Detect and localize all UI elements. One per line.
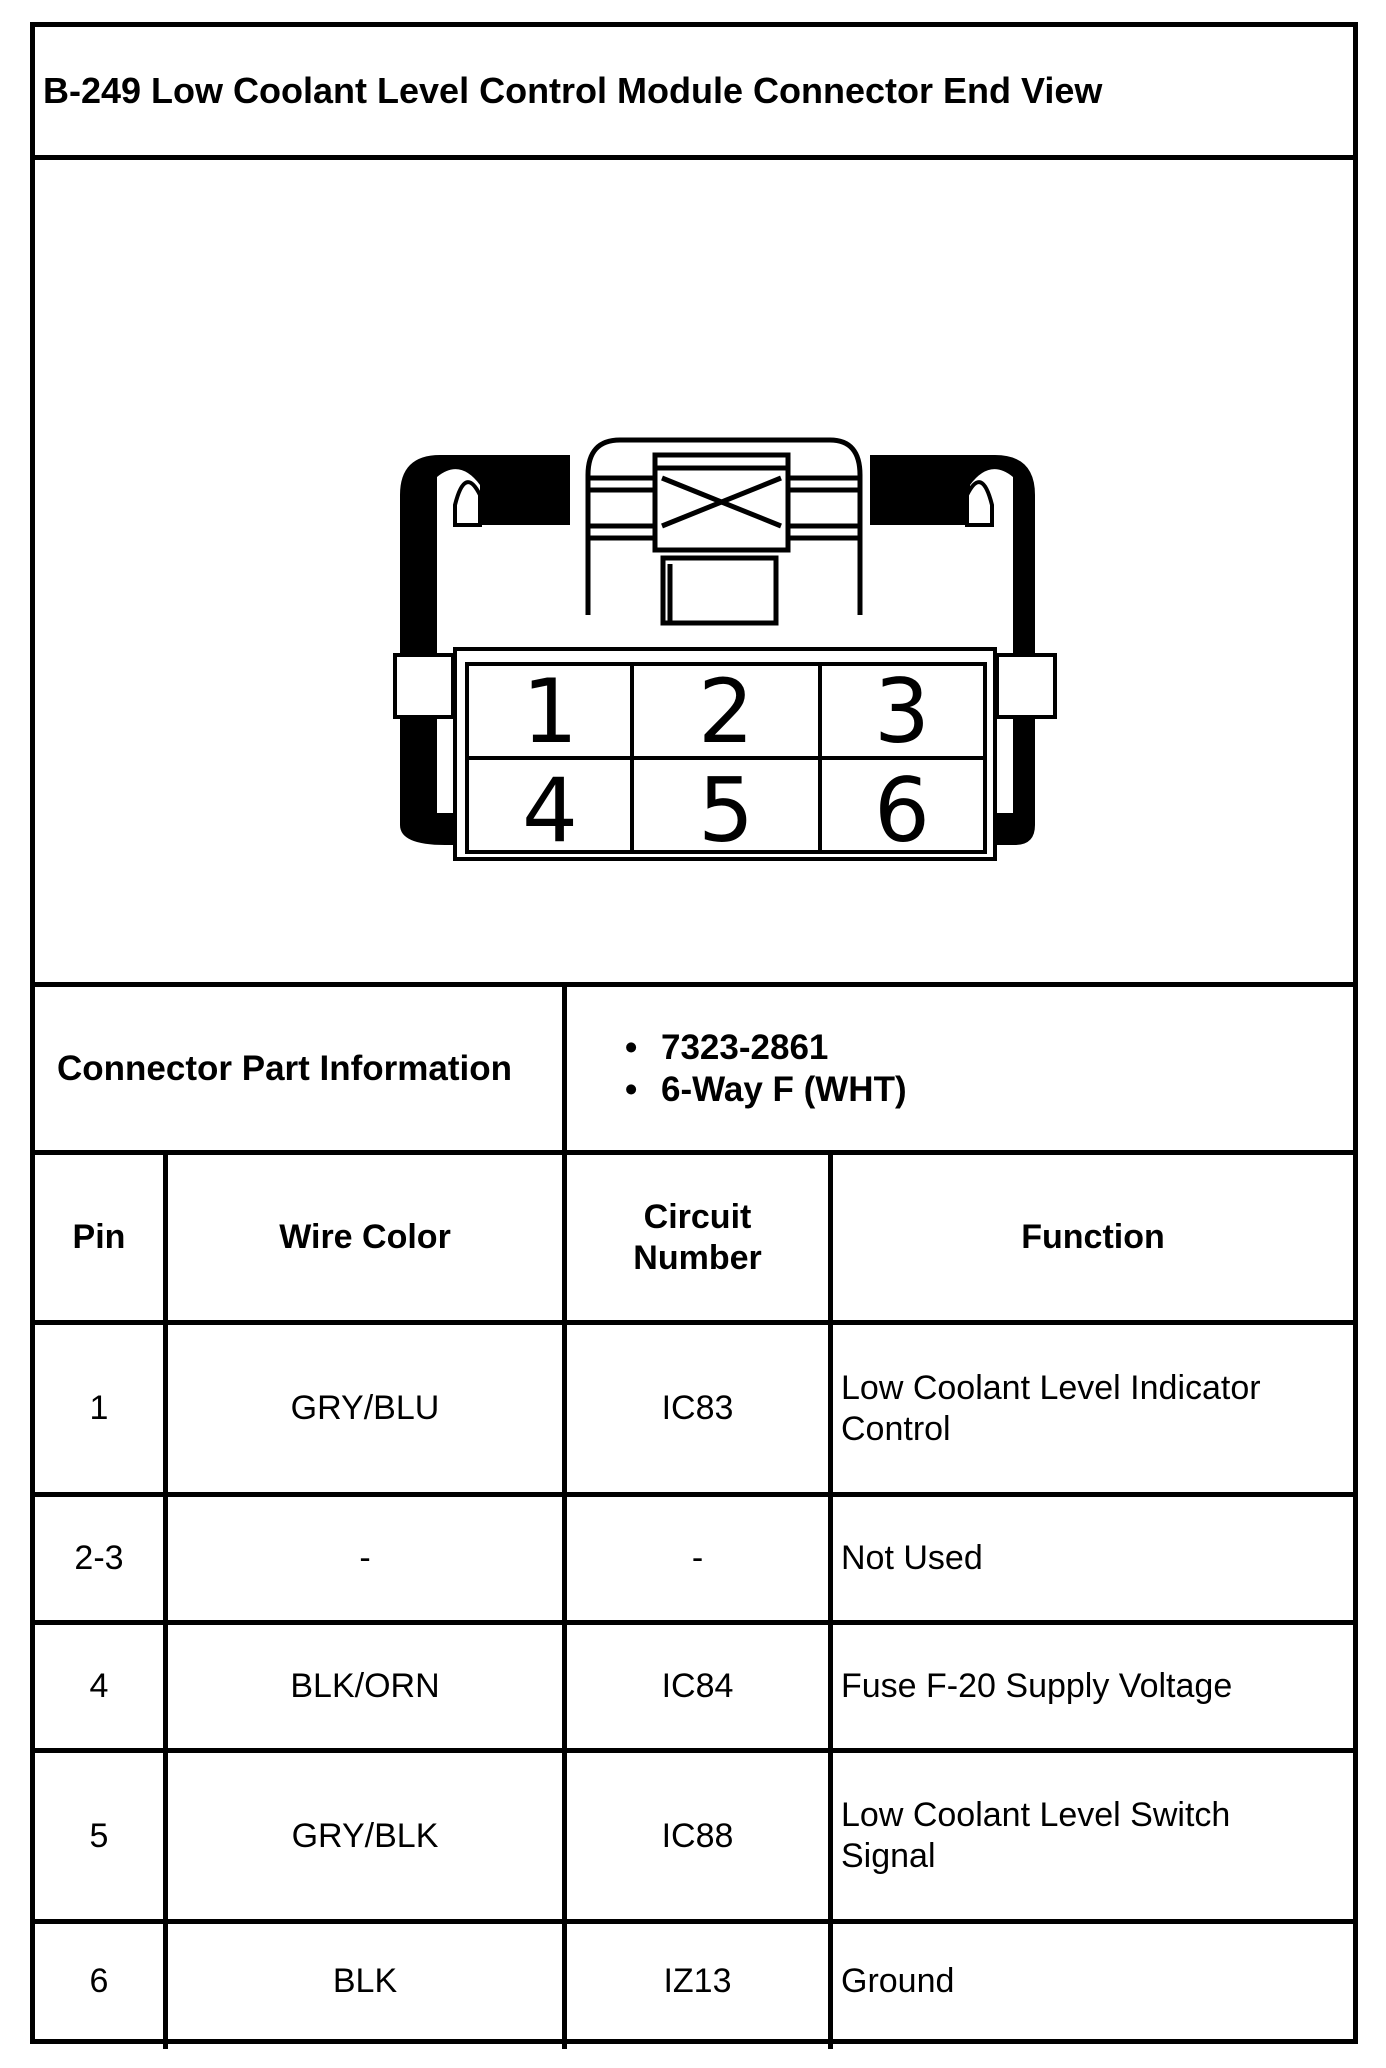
header-wire-color: Wire Color xyxy=(279,1218,451,1256)
cell-pin: 1 xyxy=(89,1389,109,1427)
cell-circuit: - xyxy=(691,1539,704,1577)
pin-label: 5 xyxy=(698,759,754,862)
divider xyxy=(828,1150,833,2049)
divider xyxy=(35,1320,1353,1325)
cell-pin: 4 xyxy=(89,1667,109,1705)
cell-function: Low Coolant Level Indicator Control xyxy=(841,1368,1261,1448)
divider xyxy=(35,1748,1353,1753)
page-title: B-249 Low Coolant Level Control Module C… xyxy=(43,70,1103,111)
right-latch-peg xyxy=(965,480,994,527)
divider xyxy=(562,1150,567,2049)
cell-circuit: IC83 xyxy=(661,1389,734,1427)
cell-pin: 5 xyxy=(89,1816,109,1855)
pin-label: 6 xyxy=(874,759,930,862)
lock-slot xyxy=(660,555,779,626)
divider xyxy=(35,1492,1353,1497)
part-info-label: Connector Part Information xyxy=(57,1048,513,1088)
connector-diagram: 1 2 3 4 5 6 xyxy=(35,155,1353,982)
cell-function: Fuse F-20 Supply Voltage xyxy=(841,1667,1233,1705)
connector-sheet: B-249 Low Coolant Level Control Module C… xyxy=(30,22,1358,2049)
part-number: 7323-2861 xyxy=(625,1027,907,1069)
part-description: 6-Way F (WHT) xyxy=(625,1069,907,1111)
cell-circuit: IC88 xyxy=(661,1816,734,1855)
cell-wire-color: - xyxy=(359,1539,371,1577)
divider xyxy=(35,1919,1353,1924)
pin-label: 2 xyxy=(698,660,754,763)
left-latch-peg xyxy=(453,480,482,527)
divider xyxy=(562,982,567,1155)
pin-label: 3 xyxy=(874,660,930,763)
cell-pin: 6 xyxy=(89,1962,109,2000)
header-pin: Pin xyxy=(72,1218,126,1256)
cell-function: Low Coolant Level Switch Signal xyxy=(841,1796,1231,1875)
divider xyxy=(35,982,1353,987)
pin-label: 1 xyxy=(522,660,578,763)
left-side-tab xyxy=(393,653,455,719)
cell-pin: 2-3 xyxy=(74,1539,124,1577)
header-circuit-number: Circuit Number xyxy=(633,1197,762,1277)
connector-end-view: 1 2 3 4 5 6 xyxy=(393,437,1057,862)
part-info-list: 7323-2861 6-Way F (WHT) xyxy=(625,1027,907,1111)
cell-circuit: IC84 xyxy=(661,1667,734,1705)
cell-wire-color: GRY/BLU xyxy=(290,1389,440,1427)
divider xyxy=(163,1150,168,2049)
cell-wire-color: BLK xyxy=(332,1962,398,2000)
right-side-tab xyxy=(995,653,1057,719)
divider xyxy=(35,155,1353,160)
cell-wire-color: BLK/ORN xyxy=(290,1667,440,1705)
divider xyxy=(35,1620,1353,1625)
cell-function: Ground xyxy=(841,1962,955,2000)
cell-function: Not Used xyxy=(841,1539,983,1577)
divider xyxy=(35,1150,1353,1155)
cell-circuit: IZ13 xyxy=(663,1962,732,2000)
pin-label: 4 xyxy=(522,759,578,862)
header-function: Function xyxy=(1021,1218,1165,1256)
part-info-values: 7323-2861 6-Way F (WHT) xyxy=(617,987,1353,1150)
cell-wire-color: GRY/BLK xyxy=(291,1816,439,1855)
